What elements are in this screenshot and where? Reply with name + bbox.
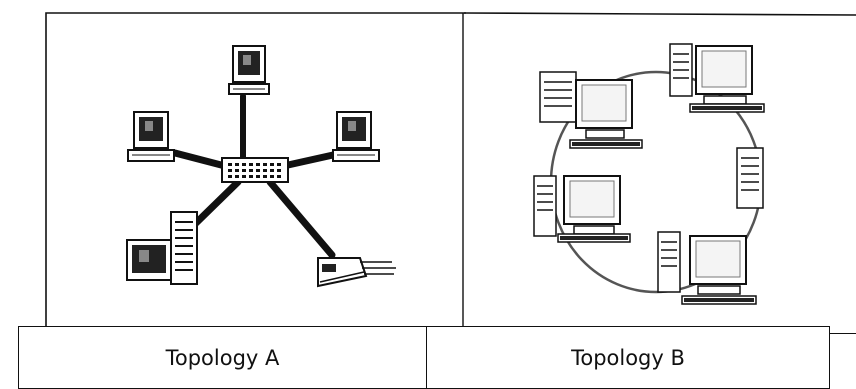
hub-icon (221, 157, 289, 183)
computer-icon-top (228, 45, 270, 95)
caption-topology-b: Topology B (426, 326, 830, 389)
caption-topology-a-text: Topology A (165, 345, 280, 370)
computer-icon-bottom-left (533, 175, 631, 243)
topology-b-panel (464, 0, 856, 330)
server-computer-icon (126, 211, 198, 285)
caption-topology-b-text: Topology B (571, 345, 685, 370)
computer-icon-top-right (669, 43, 765, 113)
printer-icon (317, 257, 396, 288)
computer-icon-top-left (539, 71, 643, 149)
caption-topology-a: Topology A (18, 326, 427, 389)
computer-icon-left (127, 111, 175, 162)
star-topology-diagram (45, 12, 466, 330)
ring-topology-diagram (464, 12, 856, 305)
computer-icon-bottom-right (657, 231, 757, 305)
tower-computer-icon (736, 147, 764, 209)
table-edge-line (829, 333, 856, 334)
cable-left (171, 149, 229, 170)
topology-a-panel (0, 0, 466, 330)
cable-server (191, 178, 242, 228)
cable-printer (266, 178, 336, 259)
computer-icon-right (332, 111, 380, 162)
